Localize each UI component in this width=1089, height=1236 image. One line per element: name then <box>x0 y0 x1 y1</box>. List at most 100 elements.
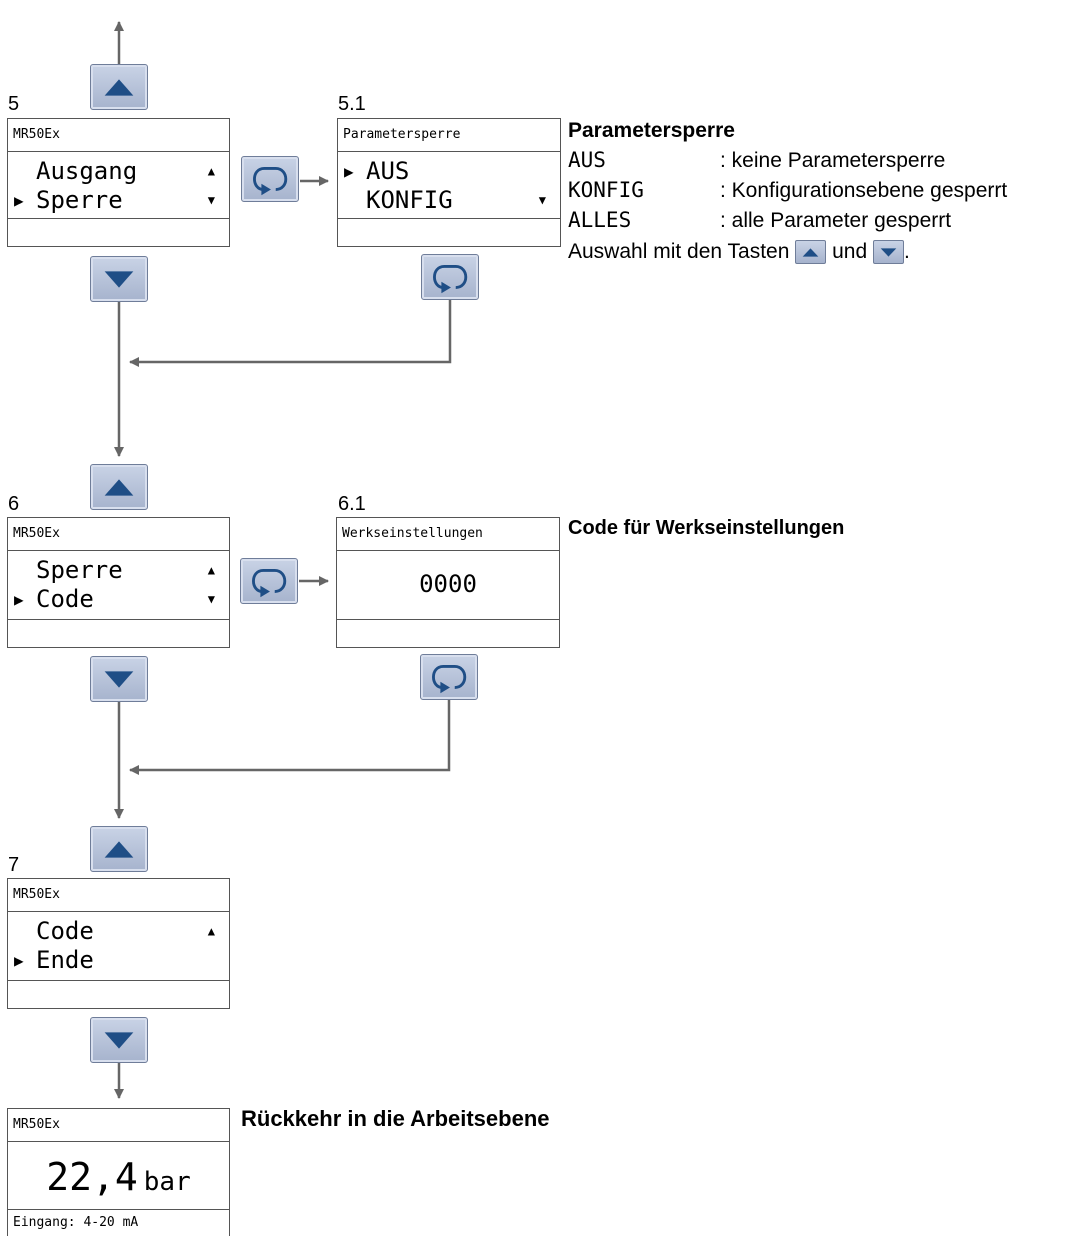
menu-item-label: AUS <box>366 157 410 185</box>
enter-loop-icon <box>432 665 467 694</box>
menu-item-label: Sperre <box>36 556 123 584</box>
option-key: KONFIG <box>568 178 644 202</box>
pointer-icon: ▶ <box>344 162 354 181</box>
down-arrow-icon <box>104 271 134 288</box>
menu-item: Ausgang ▲ <box>14 157 223 186</box>
menu-item-label: KONFIG <box>366 186 453 214</box>
up-arrow-icon <box>104 841 134 858</box>
lcd-header: MR50Ex <box>8 1109 229 1142</box>
up-arrow-icon <box>104 79 134 96</box>
param-lock-note: Parametersperre <box>568 119 735 143</box>
selection-hint: Auswahl mit den Tasten und . <box>568 240 910 265</box>
pointer-icon: ▶ <box>14 951 24 970</box>
hint-text: Auswahl mit den Tasten <box>568 240 790 263</box>
menu-item-label: Sperre <box>36 186 123 214</box>
menu-item-selected: ▶ Code ▼ <box>14 585 223 614</box>
menu-item-selected: ▶ Ende <box>14 946 223 975</box>
scroll-down-icon: ▼ <box>207 592 215 606</box>
option-desc: : keine Parametersperre <box>720 149 946 172</box>
scroll-up-icon: ▲ <box>207 924 215 938</box>
up-arrow-icon <box>802 248 819 258</box>
step-number: 5.1 <box>338 93 366 115</box>
menu-item: KONFIG ▼ <box>344 186 554 215</box>
lcd-menu: Ausgang ▲ ▶ Sperre ▼ <box>8 151 229 220</box>
enter-button[interactable] <box>241 156 299 202</box>
lcd-header: MR50Ex <box>8 518 229 551</box>
lcd-menu: ▶ AUS KONFIG ▼ <box>338 151 560 220</box>
enter-button[interactable] <box>421 254 479 300</box>
param-lock-row: KONFIG : Konfigurationsebene gesperrt <box>568 178 1007 203</box>
down-arrow-icon <box>880 248 897 258</box>
hint-text: . <box>903 240 910 263</box>
lcd-footer <box>8 218 229 246</box>
lcd-header: MR50Ex <box>8 879 229 912</box>
scroll-down-icon: ▼ <box>538 193 546 207</box>
code-value: 0000 <box>419 570 477 598</box>
up-arrow-icon <box>104 479 134 496</box>
param-lock-row: AUS : keine Parametersperre <box>568 148 945 173</box>
menu-item-label: Ausgang <box>36 157 138 185</box>
option-desc: : alle Parameter gesperrt <box>720 209 952 232</box>
menu-item-label: Code <box>36 585 94 613</box>
menu-item-label: Code <box>36 917 94 945</box>
lcd-display: MR50Ex Code ▲ ▶ Ende <box>7 878 230 1009</box>
down-button[interactable] <box>90 656 148 702</box>
lcd-display: MR50Ex Sperre ▲ ▶ Code ▼ <box>7 517 230 648</box>
hint-text: und <box>832 240 868 263</box>
up-button[interactable] <box>90 64 148 110</box>
menu-item-label: Ende <box>36 946 94 974</box>
lcd-header: Parametersperre <box>338 119 560 152</box>
lcd-display: Parametersperre ▶ AUS KONFIG ▼ <box>337 118 561 247</box>
menu-item-selected: ▶ AUS <box>344 157 554 186</box>
lcd-menu: Sperre ▲ ▶ Code ▼ <box>8 550 229 619</box>
menu-item: Sperre ▲ <box>14 556 223 585</box>
lcd-footer <box>337 619 559 647</box>
enter-button[interactable] <box>420 654 478 700</box>
param-lock-row: ALLES : alle Parameter gesperrt <box>568 208 951 233</box>
lcd-header: MR50Ex <box>8 119 229 152</box>
lcd-value: 0000 <box>337 550 559 619</box>
lcd-header: Werkseinstellungen <box>337 518 559 551</box>
lcd-display: MR50Ex Ausgang ▲ ▶ Sperre ▼ <box>7 118 230 247</box>
scroll-up-icon: ▲ <box>207 164 215 178</box>
enter-loop-icon <box>253 167 288 196</box>
option-key: AUS <box>568 148 606 172</box>
measurement-value: 22,4 <box>46 1155 138 1199</box>
step-number: 6 <box>8 493 20 515</box>
lcd-display: Werkseinstellungen 0000 <box>336 517 560 648</box>
note-title: Parametersperre <box>568 119 735 142</box>
lcd-menu: Code ▲ ▶ Ende <box>8 911 229 980</box>
pointer-icon: ▶ <box>14 590 24 609</box>
pointer-icon: ▶ <box>14 191 24 210</box>
lcd-footer <box>8 980 229 1008</box>
menu-item: Code ▲ <box>14 917 223 946</box>
step-number: 7 <box>8 854 20 876</box>
down-arrow-icon <box>104 671 134 688</box>
option-desc: : Konfigurationsebene gesperrt <box>720 179 1008 202</box>
down-button[interactable] <box>90 1017 148 1063</box>
return-note-title: Rückkehr in die Arbeitsebene <box>241 1106 550 1131</box>
lcd-footer: Eingang: 4-20 mA <box>8 1209 229 1236</box>
measurement-unit: bar <box>143 1167 191 1197</box>
down-button-mini <box>872 240 904 265</box>
step-number: 5 <box>8 93 20 115</box>
option-key: ALLES <box>568 208 632 232</box>
up-button-mini <box>795 240 827 265</box>
lcd-footer <box>8 619 229 647</box>
enter-loop-icon <box>433 265 468 294</box>
up-button[interactable] <box>90 464 148 510</box>
code-note-title: Code für Werkseinstellungen <box>568 517 845 539</box>
step-number: 6.1 <box>338 493 366 515</box>
down-button[interactable] <box>90 256 148 302</box>
scroll-up-icon: ▲ <box>207 563 215 577</box>
menu-item-selected: ▶ Sperre ▼ <box>14 186 223 215</box>
enter-button[interactable] <box>240 558 298 604</box>
scroll-down-icon: ▼ <box>207 193 215 207</box>
lcd-footer <box>338 218 560 246</box>
down-arrow-icon <box>104 1032 134 1049</box>
up-button[interactable] <box>90 826 148 872</box>
